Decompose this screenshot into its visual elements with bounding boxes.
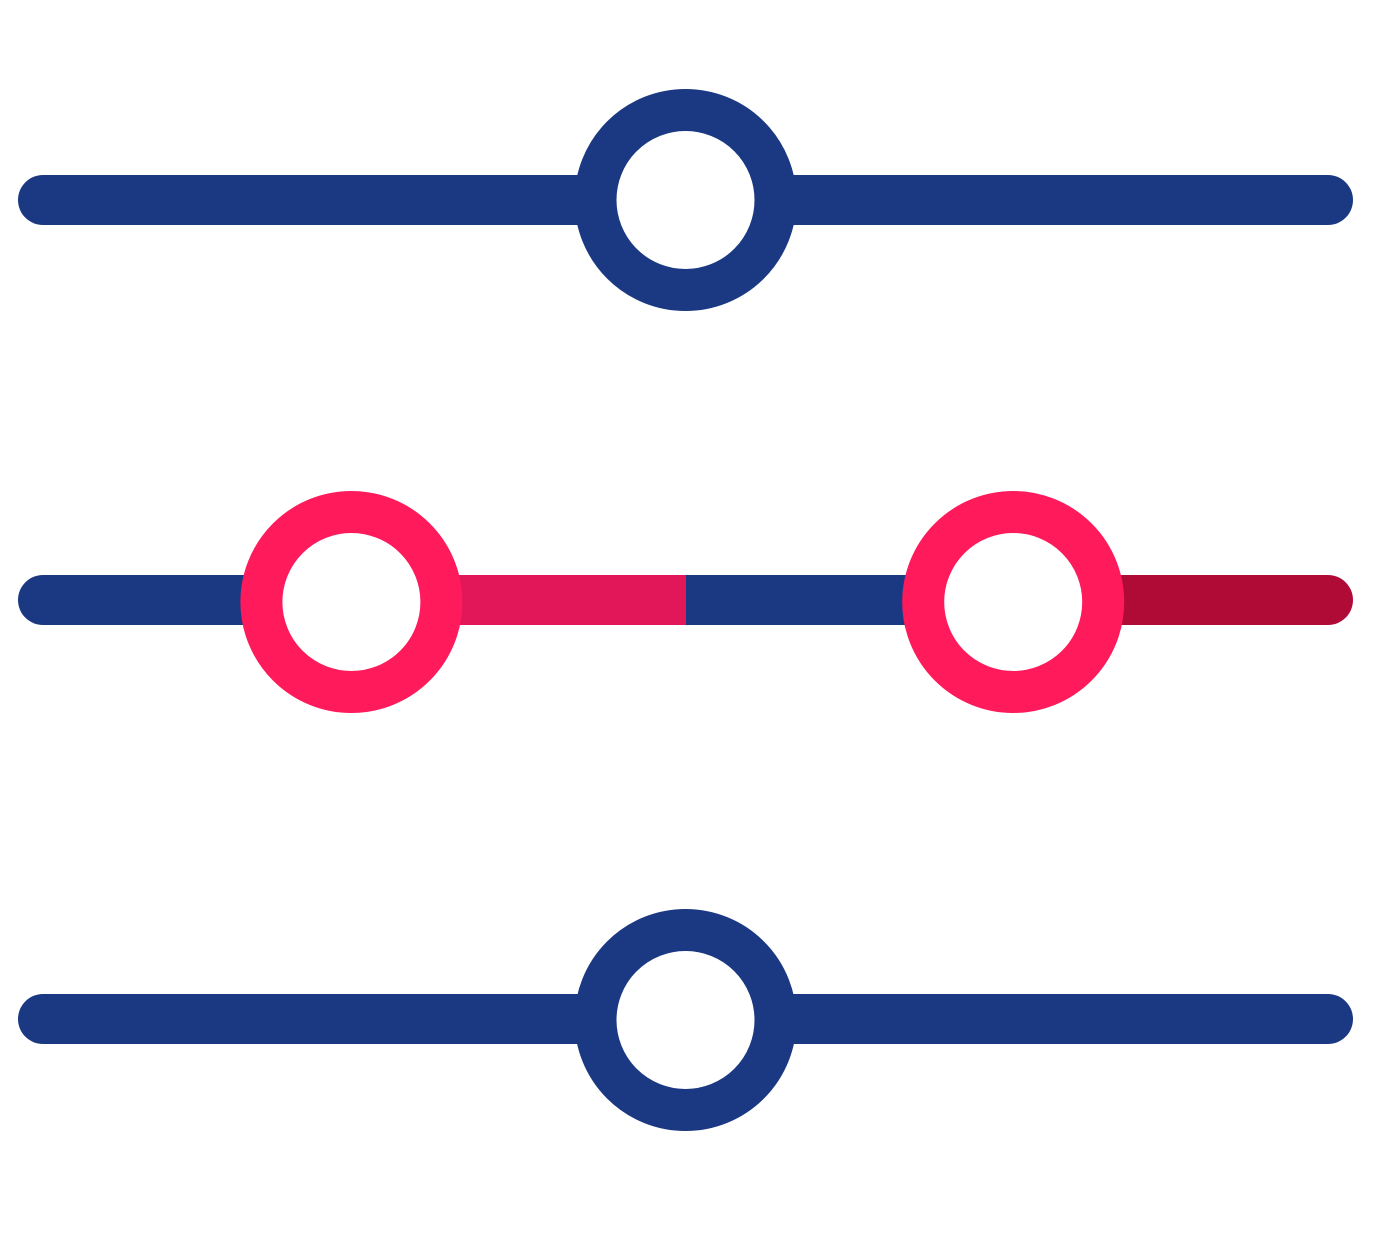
slider-top-knob[interactable] [574,89,797,311]
slider-bottom[interactable] [18,909,1353,1131]
slider-bottom-knob[interactable] [574,909,797,1131]
slider-middle[interactable] [18,491,1353,713]
slider-middle-knob-max[interactable] [902,491,1125,713]
slider-top[interactable] [18,89,1353,311]
slider-middle-knob-min[interactable] [240,491,463,713]
